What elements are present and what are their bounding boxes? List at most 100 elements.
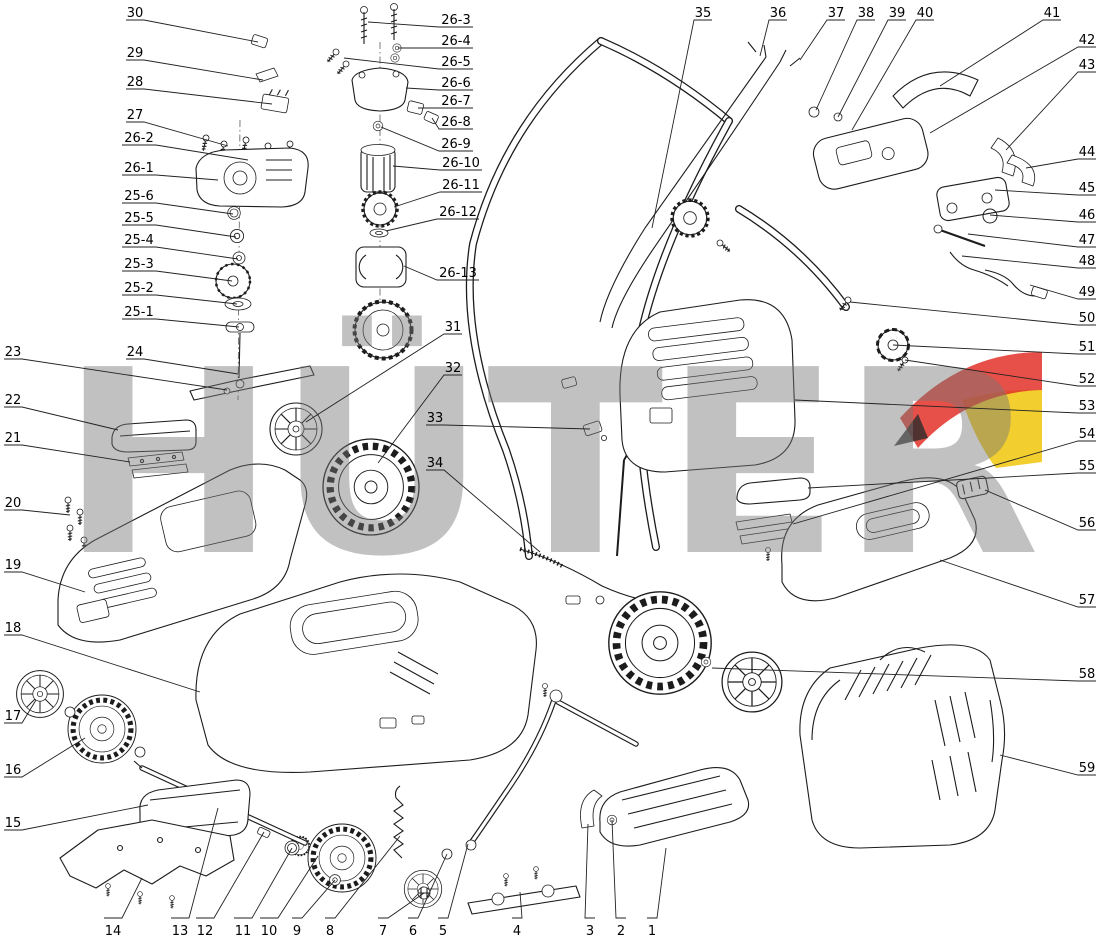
part-number-label: 26-8 — [441, 115, 471, 130]
part-number-label: 24 — [127, 345, 144, 360]
leader-line — [611, 819, 626, 919]
leader-line — [122, 144, 249, 161]
leader-line — [807, 472, 1096, 489]
leader-line — [122, 318, 240, 328]
leader-line — [815, 19, 875, 111]
leader-line — [711, 667, 1096, 682]
part-number-label: 26-7 — [441, 94, 471, 109]
leader-line — [122, 246, 239, 260]
leader-line — [367, 21, 473, 28]
leader-line — [799, 19, 845, 61]
front-wheel-hub — [16, 670, 64, 718]
leader-line — [393, 191, 482, 208]
part-number-label: 59 — [1079, 761, 1096, 776]
part-number-label: 26-10 — [442, 156, 480, 171]
leader-line — [4, 406, 119, 431]
stator — [355, 246, 407, 288]
fan-drum — [352, 299, 414, 361]
switch-button — [808, 106, 820, 118]
cord-and-spring — [933, 224, 1048, 300]
part-number-label: 16 — [5, 763, 22, 778]
part-number-label: 5 — [439, 924, 447, 939]
part-number-label: 13 — [172, 924, 189, 939]
part-number-label: 26-6 — [441, 76, 471, 91]
leader-line — [122, 270, 233, 282]
front-bumper — [111, 419, 197, 453]
motor-assembly-exploded — [195, 3, 439, 401]
part-number-label: 12 — [197, 924, 214, 939]
leader-line — [104, 877, 143, 919]
part-number-label: 26-13 — [439, 266, 477, 281]
part-number-label: 20 — [5, 496, 22, 511]
part-number-label: 1 — [648, 924, 656, 939]
part-number-label: 56 — [1079, 516, 1096, 531]
brush-connector — [260, 89, 290, 114]
part-number-label: 26-3 — [441, 13, 471, 28]
leader-line — [989, 214, 1096, 223]
top-cover — [57, 463, 308, 643]
rear-skirt — [580, 767, 750, 847]
part-number-label: 47 — [1079, 233, 1096, 248]
watermark-text: HÜTER — [60, 315, 1040, 613]
rear-wheel-hub — [721, 651, 783, 713]
underside-parts — [59, 689, 750, 915]
motor-cover — [619, 295, 910, 473]
leader-line — [426, 469, 541, 553]
part-number-label: 42 — [1079, 33, 1096, 48]
part-number-label: 2 — [617, 924, 625, 939]
leader-line — [122, 174, 219, 181]
part-number-label: 21 — [5, 431, 22, 446]
motor-end-bell — [351, 67, 409, 112]
switch-assembly — [808, 71, 1048, 300]
part-number-label: 52 — [1079, 372, 1096, 387]
watermark-yellow-flag — [962, 389, 1042, 468]
part-number-label: 26-1 — [124, 161, 154, 176]
leader-line — [325, 835, 401, 919]
leader-line — [759, 19, 787, 57]
leader-line — [234, 847, 293, 919]
part-number-label: 38 — [858, 6, 875, 21]
bottom-wheel — [308, 824, 376, 892]
part-number-label: 26-5 — [441, 55, 471, 70]
part-number-label: 57 — [1079, 593, 1096, 608]
leader-line — [126, 59, 264, 81]
part-number-label: 31 — [445, 320, 462, 335]
part-number-label: 9 — [293, 924, 301, 939]
leader-line — [122, 224, 237, 238]
rear-cover — [735, 475, 989, 602]
part-number-label: 18 — [5, 621, 22, 636]
part-number-label: 25-1 — [124, 305, 154, 320]
part-number-label: 35 — [695, 6, 712, 21]
part-number-label: 3 — [586, 924, 594, 939]
part-number-label: 19 — [5, 558, 22, 573]
height-lever — [441, 689, 639, 860]
leader-line — [1029, 284, 1096, 300]
leader-line — [939, 19, 1061, 87]
part-number-label: 32 — [445, 361, 462, 376]
part-number-label: 37 — [828, 6, 845, 21]
part-number-label: 43 — [1079, 58, 1096, 73]
leader-line — [999, 754, 1096, 776]
part-number-label: 25-5 — [124, 211, 154, 226]
tension-spring — [393, 785, 404, 859]
part-number-label: 14 — [105, 924, 122, 939]
motor-housing — [195, 147, 309, 208]
part-number-label: 15 — [5, 816, 22, 831]
part-number-label: 25-3 — [124, 257, 154, 272]
leader-line — [426, 424, 591, 430]
leader-line — [939, 559, 1096, 608]
leader-line — [512, 891, 523, 919]
leader-line — [4, 737, 86, 778]
leader-line — [126, 88, 273, 105]
part-number-label: 29 — [127, 46, 144, 61]
leader-line — [171, 807, 219, 919]
part-number-label: 55 — [1079, 459, 1096, 474]
clip-part — [250, 34, 269, 49]
leader-line — [1025, 158, 1096, 169]
leader-line — [904, 359, 1096, 387]
part-number-label: 22 — [5, 393, 22, 408]
cable-guard — [990, 137, 1016, 177]
leader-line — [385, 218, 479, 232]
